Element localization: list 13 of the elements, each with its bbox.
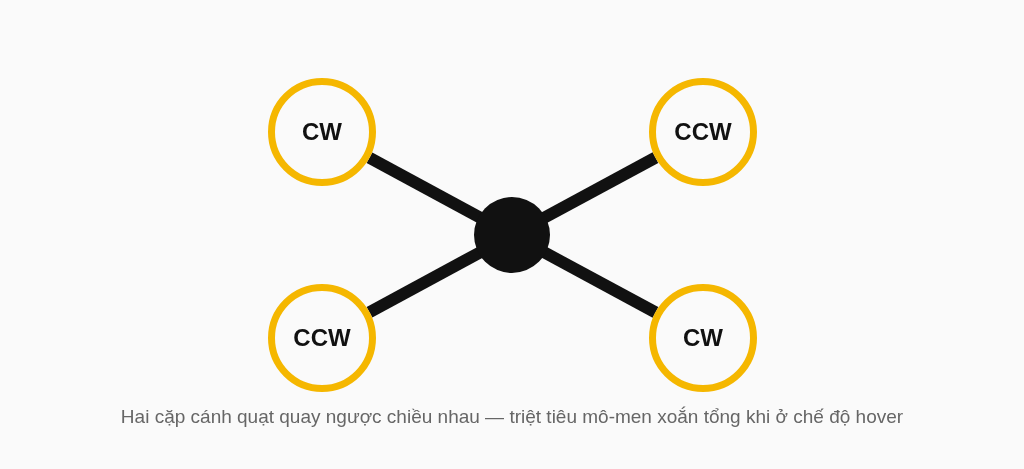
rotor-ring [268, 78, 376, 186]
rotor-ring [268, 284, 376, 392]
rotation-label: CCW [293, 324, 351, 352]
rotation-label: CCW [674, 118, 732, 146]
rotation-label: CW [683, 324, 723, 352]
caption: Hai cặp cánh quạt quay ngược chiều nhau — triệt tiêu mô-men xoắn tổng khi ở chế độ hover [119, 406, 905, 428]
rotor-ring [649, 78, 757, 186]
rotation-label: CW [302, 118, 342, 146]
arm-line [540, 246, 659, 318]
arm-line [366, 246, 484, 318]
rotor-ring [649, 284, 757, 392]
arm-line [366, 152, 484, 224]
arm-line [540, 152, 659, 224]
